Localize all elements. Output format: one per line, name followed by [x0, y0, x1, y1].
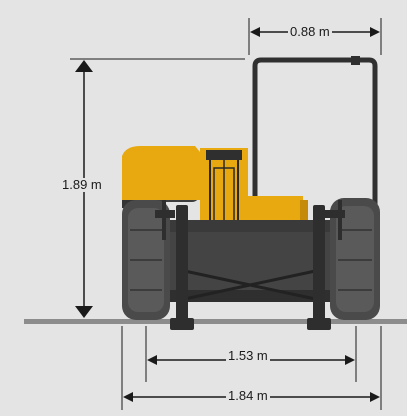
track-width-label: 1.53 m	[226, 348, 270, 363]
top-width-label: 0.88 m	[288, 24, 332, 39]
chassis	[150, 220, 350, 302]
fork-arms	[170, 205, 331, 330]
side-brackets	[155, 200, 345, 240]
overall-width-label: 1.84 m	[226, 388, 270, 403]
cab-frame-bracket	[351, 56, 360, 65]
right-tire	[330, 198, 380, 320]
height-label: 1.89 m	[60, 177, 104, 192]
ground-line	[24, 319, 407, 324]
cab-frame	[252, 57, 378, 240]
left-tire	[122, 200, 170, 320]
